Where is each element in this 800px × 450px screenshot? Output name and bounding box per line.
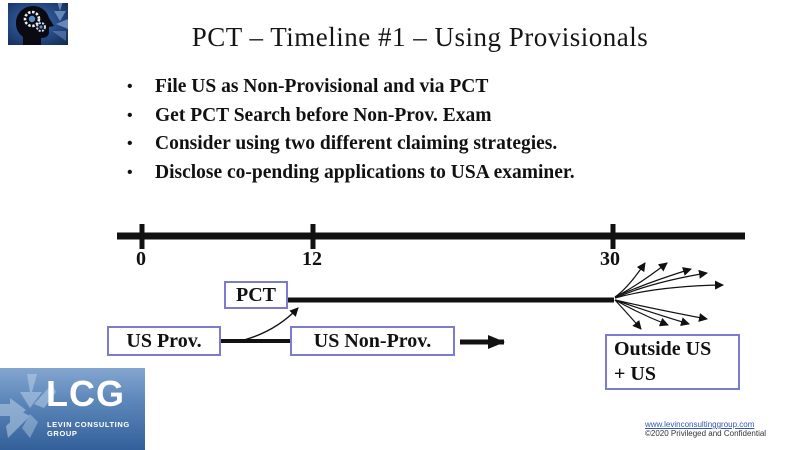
us-prov-box: US Prov.	[107, 326, 221, 356]
lcg-logo-acronym: LCG	[46, 373, 125, 414]
tick-label-30: 30	[600, 248, 620, 270]
bullet-text: Consider using two different claiming st…	[155, 133, 558, 154]
bullet-glyph: •	[127, 163, 133, 181]
bullet-text: Disclose co-pending applications to USA …	[155, 161, 575, 183]
footer-copyright: ©2020 Privileged and Confidential	[645, 429, 767, 438]
lcg-logo-arrows-icon	[0, 374, 56, 438]
lcg-logo: LCG LEVIN CONSULTING GROUP	[0, 368, 145, 450]
footer: www.levinconsultinggroup.com ©2020 Privi…	[645, 420, 795, 438]
thinking-head-logo-icon	[8, 1, 68, 45]
outside-us-box: Outside US + US	[605, 334, 740, 390]
national-phase-fan-arrows	[614, 262, 724, 330]
us-non-prov-box: US Non-Prov.	[290, 326, 455, 356]
bullet-glyph: •	[127, 135, 133, 152]
bullet-text: File US as Non-Provisional and via PCT	[155, 76, 489, 97]
outside-us-line2: + US	[614, 363, 656, 385]
lcg-logo-name: LEVIN CONSULTING GROUP	[47, 420, 130, 438]
footer-website-link[interactable]: www.levinconsultinggroup.com	[645, 420, 755, 429]
tick-label-0: 0	[136, 248, 146, 270]
bullet-item: • File US as Non-Provisional and via PCT	[127, 76, 687, 97]
bullet-item: • Disclose co-pending applications to US…	[127, 162, 687, 183]
prov-to-pct-curved-arrow	[243, 307, 299, 341]
timeline-ticks	[139, 224, 616, 249]
bullet-list: • File US as Non-Provisional and via PCT…	[127, 76, 687, 190]
bullet-text: Get PCT Search before Non-Prov. Exam	[155, 104, 492, 126]
slide-title: PCT – Timeline #1 – Using Provisionals	[191, 22, 649, 52]
pct-box: PCT	[224, 281, 288, 309]
outside-us-line1: Outside US	[614, 338, 712, 360]
bullet-item: • Get PCT Search before Non-Prov. Exam	[127, 105, 687, 126]
bullet-item: • Consider using two different claiming …	[127, 133, 687, 154]
bullet-glyph: •	[127, 78, 133, 95]
bullet-glyph: •	[127, 106, 133, 124]
tick-label-12: 12	[302, 248, 322, 270]
